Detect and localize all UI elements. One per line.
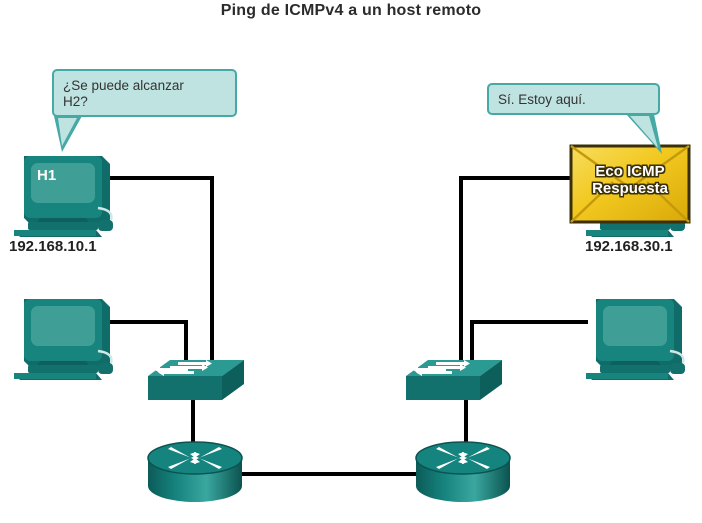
- wire-h2-horizontal: [459, 176, 578, 180]
- router-right-icon[interactable]: [414, 440, 512, 508]
- host-pc4-icon[interactable]: [578, 289, 688, 381]
- wire-switch-right-to-router-right: [464, 398, 468, 453]
- host-h1-label: H1: [37, 167, 57, 184]
- query-bubble-text: ¿Se puede alcanzar H2?: [63, 78, 184, 109]
- wire-router-to-router: [240, 472, 416, 476]
- host-h1-icon[interactable]: [6, 146, 116, 238]
- wire-h1-vertical: [210, 176, 214, 367]
- envelope-label: Eco ICMP Respuesta: [592, 163, 668, 197]
- switch-right-icon[interactable]: [406, 358, 502, 410]
- reply-bubble-text: Sí. Estoy aquí.: [498, 92, 586, 107]
- wire-pc4-horizontal: [470, 320, 588, 324]
- envelope-icon[interactable]: [569, 144, 691, 224]
- switch-left-icon[interactable]: [148, 358, 244, 410]
- host-h2-ip: 192.168.30.1: [585, 238, 673, 255]
- wire-pc2-vertical: [184, 320, 188, 372]
- query-bubble: ¿Se puede alcanzar H2?: [52, 69, 237, 117]
- router-left-icon[interactable]: [146, 440, 244, 508]
- reply-bubble-tail-icon: [626, 114, 662, 154]
- query-bubble-tail-icon: [54, 116, 82, 152]
- wire-pc2-horizontal: [103, 320, 188, 324]
- page-title: Ping de ICMPv4 a un host remoto: [220, 2, 482, 19]
- wire-pc4-vertical: [470, 320, 474, 372]
- wire-h2-vertical: [459, 176, 463, 367]
- reply-bubble: Sí. Estoy aquí.: [487, 83, 660, 115]
- host-pc2-icon[interactable]: [6, 289, 116, 381]
- wire-switch-left-to-router-left: [191, 398, 195, 453]
- wire-h1-horizontal: [103, 176, 214, 180]
- host-h1-ip: 192.168.10.1: [9, 238, 97, 255]
